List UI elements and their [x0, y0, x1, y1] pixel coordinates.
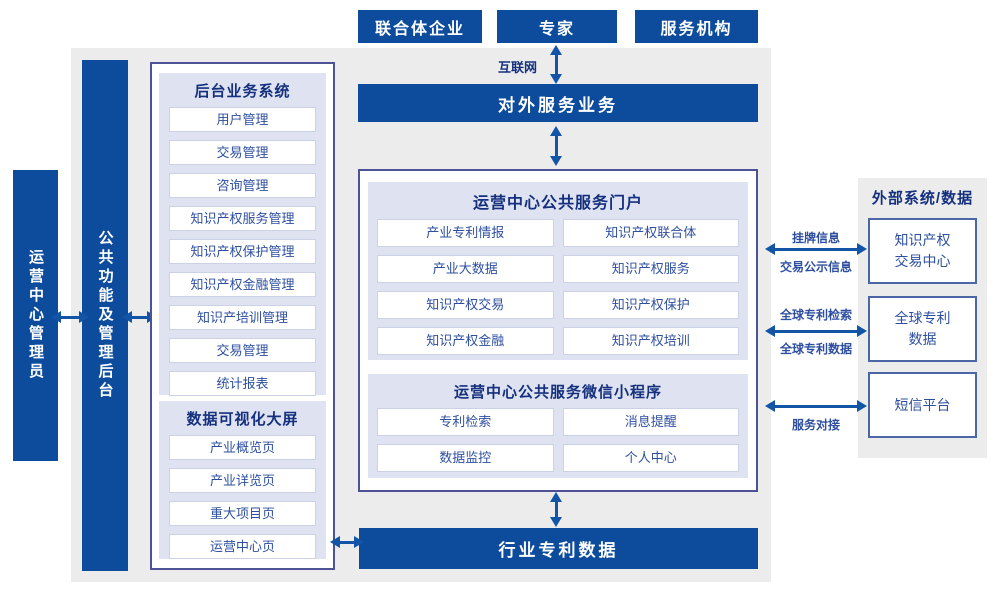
backend-item: 统计报表: [169, 371, 316, 396]
miniprogram-item: 消息提醒: [562, 408, 739, 436]
dashboard-item: 产业概览页: [169, 435, 316, 460]
external-panel-background: 外部系统/数据 知识产权 交易中心 全球专利 数据 短信平台: [858, 178, 987, 458]
dashboard-panel-title: 数据可视化大屏: [186, 411, 299, 428]
backend-item: 咨询管理: [169, 173, 316, 198]
actor-consortium-box: 联合体企业: [358, 10, 482, 43]
arrow-sms-service: [765, 400, 867, 412]
dashboard-panel: 数据可视化大屏 产业概览页 产业详览页 重大项目页 运营中心页: [159, 401, 326, 559]
portal-item: 产业大数据: [377, 255, 554, 283]
dashboard-item: 运营中心页: [169, 534, 316, 559]
external-box-global-patent-data: 全球专利 数据: [868, 296, 977, 362]
external-box-sms-platform: 短信平台: [868, 372, 977, 438]
external-box-line: 短信平台: [894, 396, 951, 413]
external-service-bar: 对外服务业务: [358, 84, 758, 122]
backend-panel-title: 后台业务系统: [194, 83, 291, 100]
link-label-listing-info: 挂牌信息: [791, 231, 840, 245]
external-box-line: 知识产权: [894, 232, 951, 248]
portal-item: 知识产权服务: [562, 255, 739, 283]
arrow-admin-backend: [51, 311, 89, 323]
portal-panel: 运营中心公共服务门户 产业专利情报 知识产权联合体 产业大数据 知识产权服务 知…: [368, 182, 748, 360]
left-modules-box: 后台业务系统 用户管理 交易管理 咨询管理 知识产权服务管理 知识产权保护管理 …: [150, 62, 335, 570]
portal-item: 知识产权联合体: [562, 219, 739, 247]
portal-item: 知识产权培训: [562, 327, 739, 355]
dashboard-item: 产业详览页: [169, 468, 316, 493]
miniprogram-panel-title: 运营中心公共服务微信小程序: [453, 384, 662, 401]
arrow-ip-trade-center: [765, 243, 867, 255]
backend-vertical-bar: 公共功能及管理后台: [82, 60, 128, 571]
portal-item: 知识产权金融: [377, 327, 554, 355]
portal-item: 产业专利情报: [377, 219, 554, 247]
portal-panel-title: 运营中心公共服务门户: [472, 195, 643, 212]
arrow-internet-vertical: [550, 45, 562, 84]
backend-item: 交易管理: [169, 338, 316, 363]
arrow-backend-modules: [122, 311, 157, 323]
backend-item: 用户管理: [169, 107, 316, 132]
arrow-modules-industry: [330, 536, 364, 548]
dashboard-item: 重大项目页: [169, 501, 316, 526]
external-panel-title: 外部系统/数据: [871, 190, 974, 207]
external-box-line: 交易中心: [894, 253, 951, 269]
actor-experts-box: 专家: [497, 10, 617, 43]
industry-data-bar: 行业专利数据: [359, 528, 758, 569]
external-box-line: 数据: [908, 331, 937, 347]
arrow-portal-to-industry: [550, 492, 562, 527]
backend-item: 知识产权金融管理: [169, 272, 316, 297]
portal-item: 知识产权交易: [377, 291, 554, 319]
internet-label: 互联网: [498, 60, 538, 75]
backend-item: 知识产培训管理: [169, 305, 316, 330]
backend-system-panel: 后台业务系统 用户管理 交易管理 咨询管理 知识产权服务管理 知识产权保护管理 …: [159, 73, 326, 396]
miniprogram-item: 个人中心: [562, 444, 739, 472]
miniprogram-item: 数据监控: [377, 444, 554, 472]
link-label-service-docking: 服务对接: [791, 418, 840, 432]
external-box-line: 全球专利: [894, 310, 951, 326]
admin-vertical-bar: 运营中心管理员: [13, 170, 58, 461]
miniprogram-panel: 运营中心公共服务微信小程序 专利检索 消息提醒 数据监控 个人中心: [368, 374, 748, 478]
arrow-bar-to-portal: [550, 126, 562, 166]
external-box-ip-trade-center: 知识产权 交易中心: [868, 218, 977, 284]
portal-box: 运营中心公共服务门户 产业专利情报 知识产权联合体 产业大数据 知识产权服务 知…: [358, 169, 758, 492]
miniprogram-item: 专利检索: [377, 408, 554, 436]
link-label-trade-publicity: 交易公示信息: [779, 260, 852, 274]
link-label-global-patent-data: 全球专利数据: [779, 342, 852, 356]
actor-service-orgs-box: 服务机构: [635, 10, 758, 43]
arrow-global-patent: [765, 325, 867, 337]
backend-item: 知识产权服务管理: [169, 206, 316, 231]
backend-item: 知识产权保护管理: [169, 239, 316, 264]
portal-item: 知识产权保护: [562, 291, 739, 319]
link-label-global-patent-search: 全球专利检索: [779, 308, 852, 322]
backend-item: 交易管理: [169, 140, 316, 165]
